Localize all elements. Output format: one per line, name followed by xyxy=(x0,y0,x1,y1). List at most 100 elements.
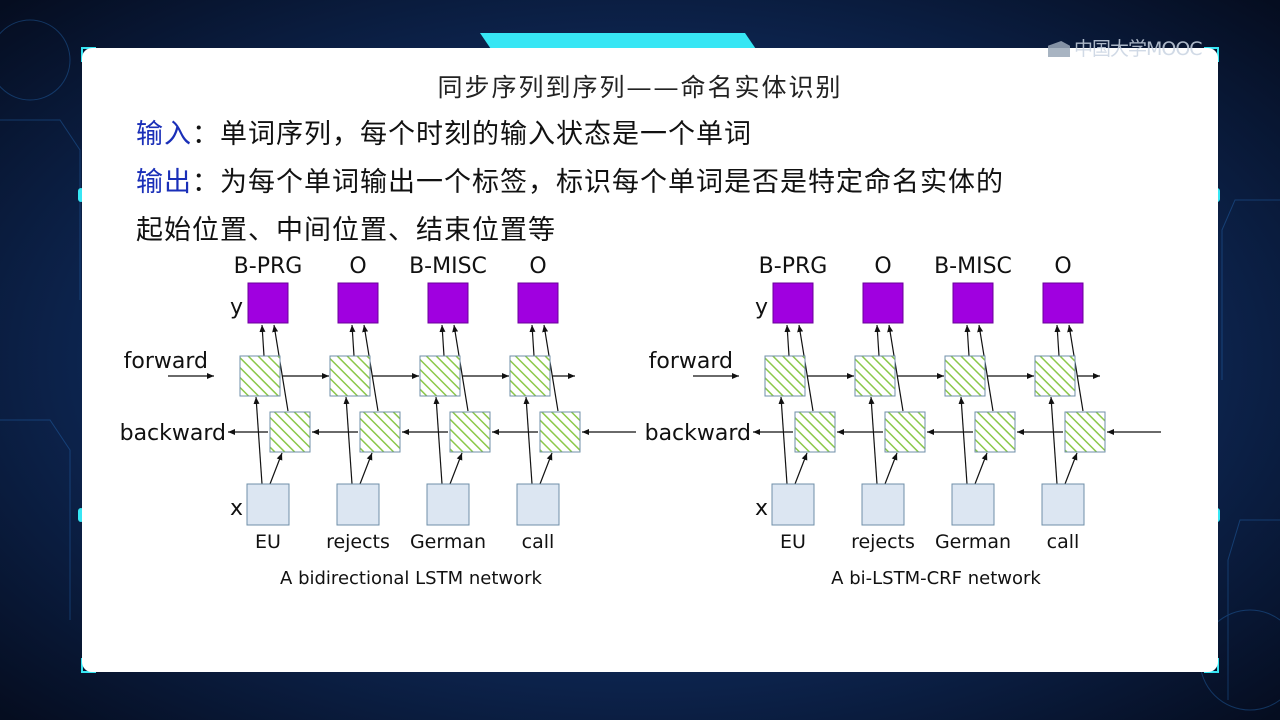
input-word-label: rejects xyxy=(326,531,390,553)
forward-to-output-arrow xyxy=(259,324,266,357)
input-to-backward-arrow xyxy=(794,452,808,485)
output-label: 输出 xyxy=(136,167,192,198)
forward-to-output-arrow xyxy=(1054,324,1061,357)
input-word-label: German xyxy=(410,531,486,553)
input-node xyxy=(861,483,905,526)
input-node xyxy=(771,483,815,526)
input-node xyxy=(516,483,560,526)
output-tag-label: O xyxy=(1054,254,1071,279)
backward-to-output-arrow xyxy=(452,324,469,412)
output-node xyxy=(517,282,559,324)
backward-hidden-node xyxy=(974,411,1016,453)
y-row-label: y xyxy=(755,295,768,320)
forward-hidden-node xyxy=(944,355,986,397)
diagram-caption: A bidirectional LSTM network xyxy=(280,568,542,589)
mooc-logo-icon xyxy=(1048,41,1070,57)
forward-to-output-arrow xyxy=(439,324,446,357)
output-node xyxy=(427,282,469,324)
input-to-backward-arrow xyxy=(539,452,553,485)
backward-to-output-arrow xyxy=(542,324,559,412)
input-node xyxy=(246,483,290,526)
backward-to-output-arrow xyxy=(887,324,904,412)
input-to-backward-arrow xyxy=(884,452,898,485)
backward-to-output-arrow xyxy=(362,324,379,412)
x-row-label: x xyxy=(230,496,243,521)
mooc-watermark: 中国大学MOOC xyxy=(1048,34,1203,61)
forward-hidden-node xyxy=(329,355,371,397)
input-to-backward-arrow xyxy=(269,452,283,485)
input-to-backward-arrow xyxy=(1064,452,1078,485)
forward-hidden-node xyxy=(239,355,281,397)
input-to-backward-arrow xyxy=(974,452,988,485)
output-tag-label: O xyxy=(874,254,891,279)
forward-hidden-node xyxy=(764,355,806,397)
input-to-forward-arrow xyxy=(1048,396,1058,485)
input-node xyxy=(336,483,380,526)
output-tag-label: O xyxy=(349,254,366,279)
backward-to-output-arrow xyxy=(1067,324,1084,412)
forward-to-output-arrow xyxy=(874,324,881,357)
input-word-label: rejects xyxy=(851,531,915,553)
output-tag-label: O xyxy=(529,254,546,279)
input-to-forward-arrow xyxy=(343,396,353,485)
backward-hidden-node xyxy=(449,411,491,453)
backward-hidden-node xyxy=(539,411,581,453)
input-word-label: EU xyxy=(780,531,806,553)
output-node xyxy=(1042,282,1084,324)
input-node xyxy=(951,483,995,526)
output-tag-label: B-PRG xyxy=(234,254,303,279)
backward-row-label: backward xyxy=(645,421,751,446)
x-row-label: x xyxy=(755,496,768,521)
forward-hidden-node xyxy=(509,355,551,397)
output-tag-label: B-MISC xyxy=(934,254,1012,279)
backward-hidden-node xyxy=(269,411,311,453)
backward-hidden-node xyxy=(359,411,401,453)
input-to-backward-arrow xyxy=(449,452,463,485)
bilstm-diagram: yforwardbackwardxB-PRGEUOrejectsB-MISCGe… xyxy=(120,254,636,589)
input-to-backward-arrow xyxy=(359,452,373,485)
input-to-forward-arrow xyxy=(523,396,533,485)
output-node xyxy=(772,282,814,324)
forward-to-output-arrow xyxy=(349,324,356,357)
input-to-forward-arrow xyxy=(958,396,968,485)
forward-hidden-node xyxy=(1034,355,1076,397)
output-node xyxy=(247,282,289,324)
backward-hidden-node xyxy=(884,411,926,453)
backward-hidden-node xyxy=(794,411,836,453)
input-word-label: call xyxy=(522,531,555,553)
forward-to-output-arrow xyxy=(784,324,791,357)
slide-title: 同步序列到序列——命名实体识别 xyxy=(437,73,843,102)
bilstm-crf-diagram: yforwardbackwardxB-PRGEUOrejectsB-MISCGe… xyxy=(645,254,1161,589)
forward-to-output-arrow xyxy=(964,324,971,357)
input-to-forward-arrow xyxy=(778,396,788,485)
forward-hidden-node xyxy=(854,355,896,397)
backward-to-output-arrow xyxy=(272,324,289,412)
output-text: 为每个单词输出一个标签，标识每个单词是否是特定命名实体的 xyxy=(220,167,1004,198)
input-to-forward-arrow xyxy=(253,396,263,485)
input-text: 单词序列，每个时刻的输入状态是一个单词 xyxy=(220,119,752,150)
output-tag-label: B-PRG xyxy=(759,254,828,279)
input-word-label: German xyxy=(935,531,1011,553)
backward-to-output-arrow xyxy=(797,324,814,412)
input-node xyxy=(1041,483,1085,526)
output-node xyxy=(337,282,379,324)
forward-to-output-arrow xyxy=(529,324,536,357)
backward-to-output-arrow xyxy=(977,324,994,412)
backward-row-label: backward xyxy=(120,421,226,446)
backward-hidden-node xyxy=(1064,411,1106,453)
output-line: 输出：为每个单词输出一个标签，标识每个单词是否是特定命名实体的 xyxy=(136,160,1004,199)
output-node xyxy=(862,282,904,324)
input-word-label: call xyxy=(1047,531,1080,553)
input-word-label: EU xyxy=(255,531,281,553)
forward-row-label: forward xyxy=(124,349,208,374)
output-node xyxy=(952,282,994,324)
output-tag-label: B-MISC xyxy=(409,254,487,279)
input-node xyxy=(426,483,470,526)
output-sep: ： xyxy=(192,167,220,198)
forward-hidden-node xyxy=(419,355,461,397)
output-continuation: 起始位置、中间位置、结束位置等 xyxy=(136,215,556,246)
diagram-caption: A bi-LSTM-CRF network xyxy=(831,568,1041,589)
input-label: 输入 xyxy=(136,119,192,150)
input-to-forward-arrow xyxy=(433,396,443,485)
